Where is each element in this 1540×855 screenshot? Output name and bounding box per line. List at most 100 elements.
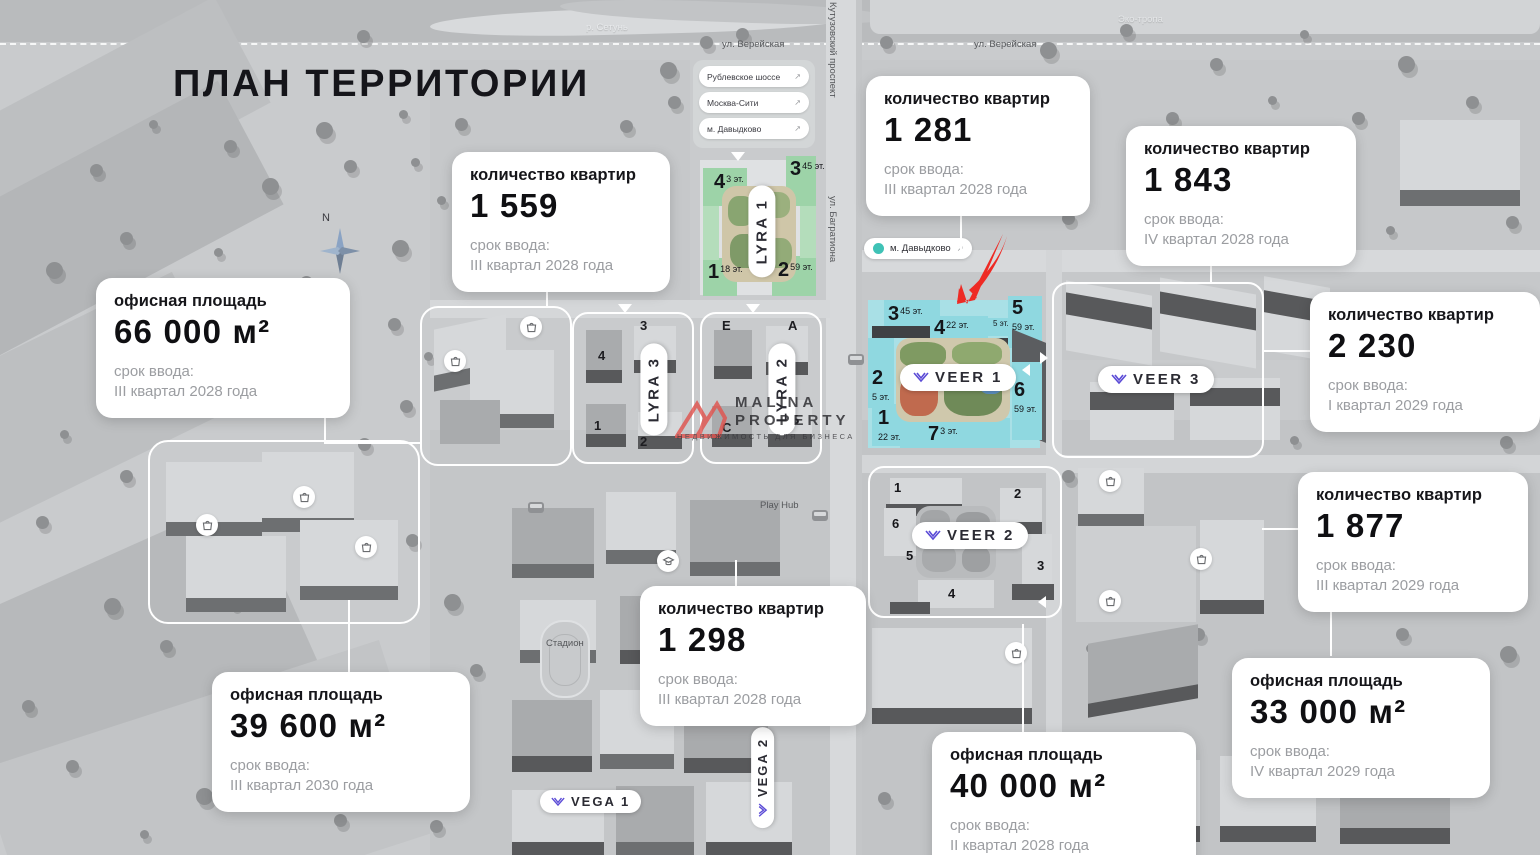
project-label-vega-2-text: VEGA 2 [755, 737, 771, 798]
chip-rublevskoe-shosse[interactable]: Рублевское шоссе ↗ [699, 66, 809, 87]
card-sub-label: срок ввода: [1328, 377, 1408, 394]
stadium-label: Стадион [546, 638, 584, 649]
project-label-veer-2[interactable]: VEER 2 [912, 522, 1028, 549]
info-card-apartments-1281[interactable]: количество квартир 1 281 срок ввода: III… [866, 76, 1090, 216]
card-sub: срок ввода: III квартал 2028 года [658, 670, 848, 710]
veer2-entrance-marker [1038, 596, 1046, 608]
info-card-apartments-1843[interactable]: количество квартир 1 843 срок ввода: IV … [1126, 126, 1356, 266]
card-value: 1 877 [1316, 507, 1405, 544]
chip-metro-davydkovo[interactable]: м. Давыдково ↗ [699, 118, 809, 139]
card-sub-label: срок ввода: [114, 363, 194, 380]
street-line-vereyskaya-left [0, 43, 830, 45]
lyra1-wing-w [703, 206, 719, 260]
lyra1-floors-2: 59 эт. [790, 261, 813, 272]
lyra3-entrance-marker [618, 304, 632, 313]
lyra3-num-3: 3 [640, 318, 648, 333]
card-sub-value: IV квартал 2028 года [1144, 230, 1289, 248]
veer2-num-1: 1 [894, 480, 902, 495]
bus-stop-icon [812, 510, 828, 521]
card-value: 39 600 м² [230, 707, 387, 744]
chip-moscow-city[interactable]: Москва-Сити ↗ [699, 92, 809, 113]
veer-chevron-icon [925, 530, 941, 541]
card-sub-value: III квартал 2029 года [1316, 576, 1460, 594]
outline-office-nw [148, 440, 420, 624]
label-street-vereyskaya-left: ул. Верейская [722, 39, 785, 50]
lyra3-num-4: 4 [598, 348, 606, 363]
project-label-lyra-3-text: LYRA 3 [645, 356, 663, 423]
card-sub-value: II квартал 2028 года [950, 836, 1089, 854]
card-sub-label: срок ввода: [950, 817, 1030, 834]
veer1-floors-5: 59 эт. [1012, 322, 1035, 332]
project-label-vega-1[interactable]: VEGA 1 [540, 790, 642, 813]
destinations-panel[interactable]: Рублевское шоссе ↗ Москва-Сити ↗ м. Давы… [693, 60, 815, 148]
card-value: 1 559 [470, 187, 559, 224]
info-card-office-33000[interactable]: офисная площадь 33 000 м² срок ввода: IV… [1232, 658, 1490, 798]
map-top-right-block [870, 0, 1540, 34]
project-label-lyra-1[interactable]: LYRA 1 [748, 185, 776, 278]
info-card-apartments-1877[interactable]: количество квартир 1 877 срок ввода: III… [1298, 472, 1528, 612]
project-label-veer-3[interactable]: VEER 3 [1098, 366, 1214, 393]
veer1-label-4: 422 эт. [934, 318, 969, 338]
chip-metro-davydkovo-label: м. Давыдково [707, 123, 762, 134]
lyra1-num-4: 4 [714, 171, 726, 193]
card-caption: количество квартир [470, 166, 637, 184]
lyra1-label-3: 345 эт. [790, 159, 825, 179]
lyra2-num-c: C [722, 420, 732, 435]
veer1-num-1: 1 [878, 407, 890, 429]
arrow-up-right-icon: ↗ [794, 98, 801, 107]
project-label-vega-2[interactable]: VEGA 2 [751, 726, 775, 829]
project-label-lyra-3[interactable]: LYRA 3 [640, 343, 668, 436]
project-label-veer-2-text: VEER 2 [947, 527, 1015, 544]
compass-rose: N [318, 212, 362, 274]
card-sub: срок ввода: III квартал 2029 года [1316, 556, 1510, 596]
lyra3-outline [572, 312, 694, 464]
card-value: 2 230 [1328, 327, 1417, 364]
card-sub-value: III квартал 2028 года [470, 256, 614, 274]
veer1-floors-6: 59 эт. [1014, 404, 1037, 414]
lyra2-entrance-marker [746, 304, 760, 313]
card-caption: количество квартир [1316, 486, 1483, 504]
veer1-entrance-marker-e [1040, 352, 1048, 364]
road-right-vertical [1046, 250, 1062, 855]
veer1-floors-2: 5 эт. [872, 392, 890, 402]
card-caption: офисная площадь [950, 746, 1103, 764]
card-caption: количество квартир [1328, 306, 1495, 324]
project-label-veer-1[interactable]: VEER 1 [900, 364, 1016, 391]
vega-chevron-icon [551, 797, 565, 806]
veer1-bldg-4 [930, 316, 988, 338]
veer1-floors-5s: 5 эт. [993, 319, 1009, 328]
veer1-entrance-marker-w [1022, 364, 1030, 376]
red-pointer-arrow [957, 234, 1007, 304]
veer2-num-4: 4 [948, 586, 956, 601]
info-card-apartments-2230[interactable]: количество квартир 2 230 срок ввода: I к… [1310, 292, 1540, 432]
lyra1-floors-4: 3 эт. [726, 173, 744, 184]
watermark-line-1: MALINA [735, 394, 818, 411]
project-label-vega-1-text: VEGA 1 [571, 794, 631, 809]
veer2-num-3: 3 [1037, 558, 1045, 573]
veer3-outline [1052, 282, 1264, 458]
card-sub: срок ввода: II квартал 2028 года [950, 816, 1178, 855]
arrow-up-right-icon: ↗ [794, 124, 801, 133]
card-sub: срок ввода: IV квартал 2028 года [1144, 210, 1338, 250]
stadium-shape [540, 620, 590, 698]
metro-marker-label: м. Давыдково [890, 243, 951, 254]
info-card-apartments-1298[interactable]: количество квартир 1 298 срок ввода: III… [640, 586, 866, 726]
info-card-office-39600[interactable]: офисная площадь 39 600 м² срок ввода: II… [212, 672, 470, 812]
card-sub-value: III квартал 2028 года [884, 180, 1028, 198]
veer1-bldg-1 [872, 404, 900, 446]
lyra3-num-2: 2 [640, 434, 648, 449]
card-sub: срок ввода: III квартал 2028 года [114, 362, 332, 402]
shopping-icon [520, 316, 542, 338]
veer2-num-2: 2 [1014, 486, 1022, 501]
info-card-apartments-1559[interactable]: количество квартир 1 559 срок ввода: III… [452, 152, 670, 292]
shopping-icon [1005, 642, 1027, 664]
info-card-office-66000[interactable]: офисная площадь 66 000 м² срок ввода: II… [96, 278, 350, 418]
label-street-bagrationa: ул. Багратиона [827, 196, 838, 263]
veer1-label-5s: 5 эт. [992, 320, 1009, 336]
card-sub-label: срок ввода: [658, 671, 738, 688]
shopping-icon [293, 486, 315, 508]
card-caption: офисная площадь [1250, 672, 1403, 690]
info-card-office-40000[interactable]: офисная площадь 40 000 м² срок ввода: II… [932, 732, 1196, 855]
